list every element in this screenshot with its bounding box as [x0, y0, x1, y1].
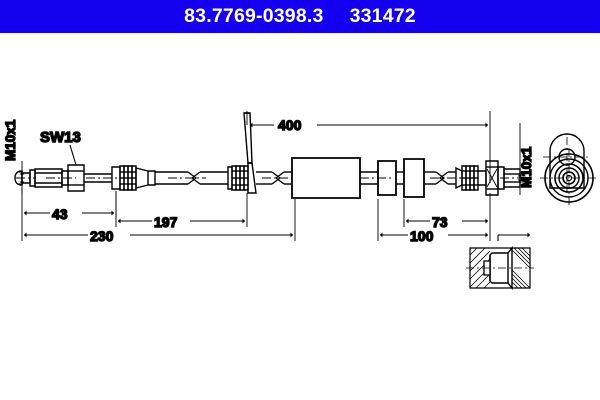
hose-segment-right-inner: [360, 171, 378, 185]
sw13-leader-line: [69, 144, 77, 166]
dimension-43-label: 43: [52, 206, 68, 222]
right-hex-nut: [485, 160, 521, 196]
left-end-fitting: [14, 168, 69, 188]
left-crimp-ferrule: [111, 165, 156, 191]
left-rigid-tube: [84, 173, 112, 183]
spacer-block-b: [403, 158, 425, 198]
right-crimp-ferrule: [455, 165, 487, 191]
dimension-230: [21, 199, 296, 241]
dimension-400: [246, 111, 491, 183]
hose-segment-left: [155, 171, 228, 185]
left-thread-label: M10x1: [3, 119, 18, 161]
reference-number-label: 331472: [349, 4, 416, 27]
dimension-400-label: 400: [278, 117, 302, 133]
hose-gap-a: [396, 171, 404, 185]
bracket-eye-detail-view: [543, 133, 591, 193]
part-number-label: 83.7769-0398.3: [184, 4, 324, 27]
brake-hose-diagram-svg: M10x1 SW13 M10x1: [2, 111, 598, 290]
header-band: 83.7769-0398.3 331472: [0, 0, 600, 33]
dimension-73-label: 73: [432, 214, 448, 230]
right-thread-label: M10x1: [519, 146, 534, 188]
hose-segment-middle: [256, 171, 292, 185]
hose-segment-right: [424, 171, 456, 185]
technical-drawing-area: M10x1 SW13 M10x1: [0, 33, 600, 400]
dimension-73: [403, 193, 491, 227]
dimension-43: [21, 188, 117, 219]
fitting-end-view-detail: [540, 149, 598, 207]
dimension-100: [377, 199, 491, 241]
sw13-hex-nut: [67, 164, 85, 192]
section-detail-view: [466, 232, 534, 290]
dimension-230-label: 230: [90, 228, 114, 244]
dimension-197-label: 197: [154, 214, 178, 230]
spacer-block-a: [377, 160, 397, 196]
bracket-crimp-ferrule: [227, 165, 249, 191]
sw13-label: SW13: [40, 129, 81, 146]
dimension-100-label: 100: [410, 228, 434, 244]
dimension-197: [115, 191, 248, 227]
protective-sleeve-block: [291, 157, 361, 199]
right-thread-dimension: [514, 123, 526, 195]
